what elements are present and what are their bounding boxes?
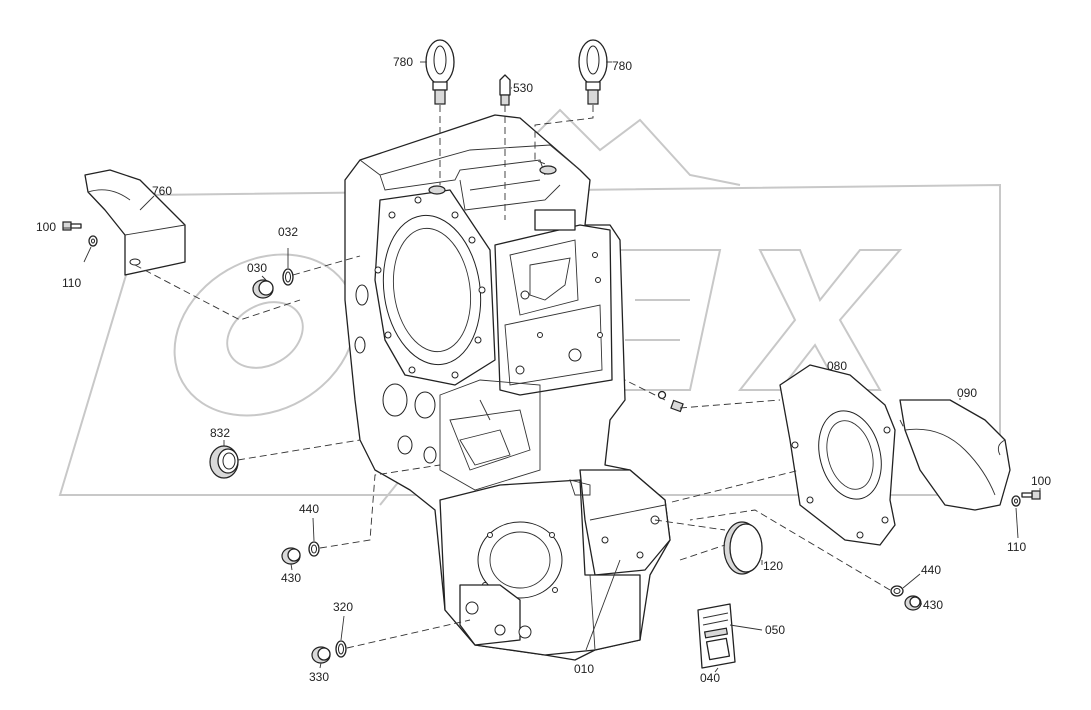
washer-110-left <box>88 235 98 247</box>
cover-plate-760 <box>84 169 186 276</box>
screw-100-right <box>1021 490 1041 500</box>
cover-plate-080 <box>779 364 896 546</box>
breather-valve <box>499 74 511 106</box>
type-plate-040 <box>697 603 736 669</box>
label-120: 120 <box>763 559 783 573</box>
label-780-left: 780 <box>393 55 413 69</box>
eye-bolt-right <box>578 39 608 105</box>
label-040: 040 <box>700 671 720 685</box>
cover-plate-090 <box>899 399 1011 511</box>
o-ring-440-right <box>890 585 904 597</box>
label-440-right: 440 <box>921 563 941 577</box>
transmission-housing <box>344 114 671 661</box>
label-832: 832 <box>210 426 230 440</box>
label-010: 010 <box>574 662 594 676</box>
small-plug <box>657 390 684 413</box>
label-780-right: 780 <box>612 59 632 73</box>
leader-lines <box>63 61 1041 673</box>
screw-100-left <box>62 221 82 231</box>
callout-labels: 780 780 530 760 100 110 032 030 832 440 … <box>36 55 1051 685</box>
label-030: 030 <box>247 261 267 275</box>
washer-110-right <box>1011 495 1021 507</box>
label-032: 032 <box>278 225 298 239</box>
eye-bolt-left <box>425 39 455 105</box>
o-ring-320 <box>335 640 347 658</box>
label-430-right: 430 <box>923 598 943 612</box>
label-050: 050 <box>765 623 785 637</box>
label-430-left: 430 <box>281 571 301 585</box>
label-530: 530 <box>513 81 533 95</box>
label-330: 330 <box>309 670 329 684</box>
shaft-seal-832 <box>209 445 239 479</box>
plug-330 <box>311 646 331 664</box>
plug-430-left <box>281 547 301 565</box>
label-110-left: 110 <box>62 276 81 290</box>
cap-120 <box>723 521 763 575</box>
label-110-right: 110 <box>1007 540 1026 554</box>
label-440-left: 440 <box>299 502 319 516</box>
label-100-right: 100 <box>1031 474 1051 488</box>
label-760: 760 <box>152 184 172 198</box>
plug-430-right <box>904 595 922 611</box>
label-090: 090 <box>957 386 977 400</box>
o-ring-440-left <box>308 541 320 557</box>
plug-030 <box>252 279 274 299</box>
label-080: 080 <box>827 359 847 373</box>
label-320: 320 <box>333 600 353 614</box>
label-100-left: 100 <box>36 220 56 234</box>
o-ring-032 <box>282 268 294 286</box>
